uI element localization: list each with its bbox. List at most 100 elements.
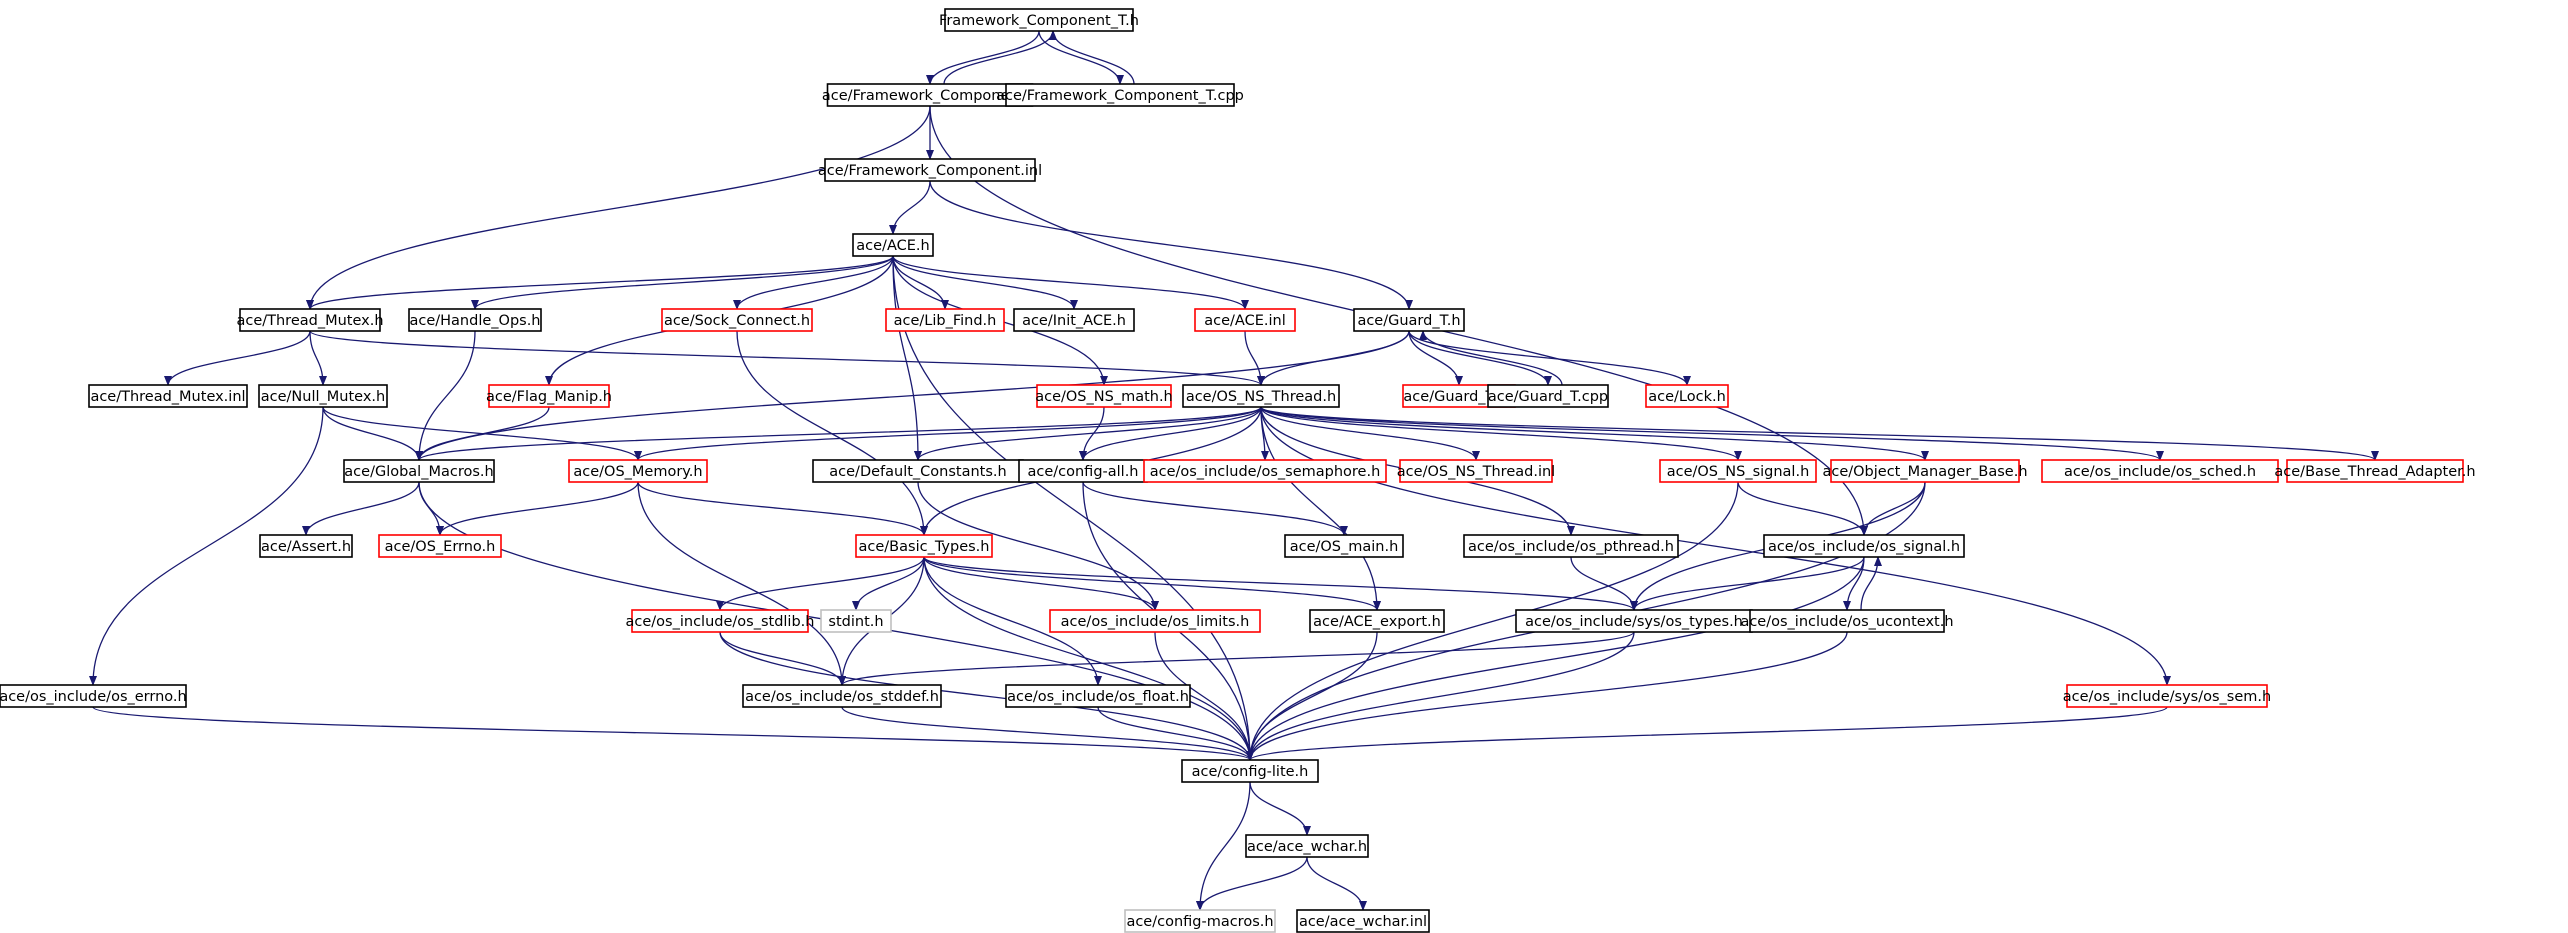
graph-node-ace-ace-export-h[interactable]: ace/ACE_export.h bbox=[1309, 609, 1445, 633]
graph-node-ace-object-manager-base-h[interactable]: ace/Object_Manager_Base.h bbox=[1822, 459, 2028, 483]
graph-node-ace-os-memory-h[interactable]: ace/OS_Memory.h bbox=[568, 459, 708, 483]
node-box[interactable] bbox=[1296, 909, 1430, 933]
graph-node-ace-ace-h[interactable]: ace/ACE.h bbox=[852, 233, 934, 257]
graph-node-ace-os-include-os-float-h[interactable]: ace/os_include/os_float.h bbox=[1005, 684, 1191, 708]
graph-node-ace-os-ns-thread-inl[interactable]: ace/OS_NS_Thread.inl bbox=[1397, 459, 1555, 483]
graph-node-ace-os-include-os-limits-h[interactable]: ace/os_include/os_limits.h bbox=[1049, 609, 1261, 633]
node-box[interactable] bbox=[1399, 459, 1553, 483]
graph-node-ace-handle-ops-h[interactable]: ace/Handle_Ops.h bbox=[408, 308, 542, 332]
graph-node-ace-os-include-os-stddef-h[interactable]: ace/os_include/os_stddef.h bbox=[742, 684, 942, 708]
node-box[interactable] bbox=[1182, 384, 1340, 408]
graph-node-ace-framework-component-h[interactable]: ace/Framework_Component.h bbox=[822, 83, 1038, 107]
node-box[interactable] bbox=[1284, 534, 1404, 558]
node-box[interactable] bbox=[488, 384, 610, 408]
graph-node-ace-os-include-os-sched-h[interactable]: ace/os_include/os_sched.h bbox=[2041, 459, 2279, 483]
node-box[interactable] bbox=[855, 534, 993, 558]
node-box[interactable] bbox=[1659, 459, 1817, 483]
node-box[interactable] bbox=[1143, 459, 1387, 483]
node-box[interactable] bbox=[1181, 759, 1319, 783]
graph-node-ace-thread-mutex-h[interactable]: ace/Thread_Mutex.h bbox=[236, 308, 384, 332]
node-box[interactable] bbox=[1194, 308, 1296, 332]
node-box[interactable] bbox=[1309, 609, 1445, 633]
graph-node-ace-os-include-os-errno-h[interactable]: ace/os_include/os_errno.h bbox=[0, 684, 187, 708]
node-box[interactable] bbox=[0, 684, 187, 708]
graph-node-ace-os-ns-thread-h[interactable]: ace/OS_NS_Thread.h bbox=[1182, 384, 1340, 408]
graph-node-ace-guard-t-inl[interactable]: ace/Guard_T.inl bbox=[1402, 384, 1516, 408]
graph-node-ace-os-include-os-ucontext-h[interactable]: ace/os_include/os_ucontext.h bbox=[1740, 609, 1954, 633]
node-box[interactable] bbox=[88, 384, 248, 408]
edge-n21-to-n43 bbox=[637, 481, 846, 686]
graph-node-ace-config-all-h[interactable]: ace/config-all.h bbox=[1018, 459, 1148, 483]
node-label: ace/Thread_Mutex.h bbox=[236, 313, 383, 329]
graph-node-ace-framework-component-inl[interactable]: ace/Framework_Component.inl bbox=[818, 158, 1042, 182]
graph-node-ace-os-ns-math-h[interactable]: ace/OS_NS_math.h bbox=[1035, 384, 1173, 408]
graph-node-ace-thread-mutex-inl[interactable]: ace/Thread_Mutex.inl bbox=[88, 384, 248, 408]
node-box[interactable] bbox=[631, 609, 809, 633]
node-box[interactable] bbox=[1830, 459, 2020, 483]
node-box[interactable] bbox=[2066, 684, 2268, 708]
node-box[interactable] bbox=[568, 459, 708, 483]
graph-node-ace-guard-t-cpp[interactable]: ace/Guard_T.cpp bbox=[1487, 384, 1609, 408]
graph-node-ace-framework-component-t-cpp[interactable]: ace/Framework_Component_T.cpp bbox=[996, 83, 1244, 107]
node-box[interactable] bbox=[820, 609, 892, 633]
node-box[interactable] bbox=[824, 158, 1036, 182]
graph-node-ace-config-lite-h[interactable]: ace/config-lite.h bbox=[1181, 759, 1319, 783]
graph-node-ace-os-include-os-stdlib-h[interactable]: ace/os_include/os_stdlib.h bbox=[626, 609, 815, 633]
graph-node-ace-ace-wchar-inl[interactable]: ace/ace_wchar.inl bbox=[1296, 909, 1430, 933]
node-box[interactable] bbox=[408, 308, 542, 332]
node-box[interactable] bbox=[1245, 834, 1369, 858]
node-box[interactable] bbox=[852, 233, 934, 257]
node-box[interactable] bbox=[944, 8, 1134, 32]
graph-node-ace-default-constants-h[interactable]: ace/Default_Constants.h bbox=[812, 459, 1024, 483]
graph-node-ace-assert-h[interactable]: ace/Assert.h bbox=[259, 534, 353, 558]
edge-n4-to-n10 bbox=[892, 255, 1249, 310]
graph-node-ace-os-include-os-pthread-h[interactable]: ace/os_include/os_pthread.h bbox=[1463, 534, 1679, 558]
graph-node-ace-lib-find-h[interactable]: ace/Lib_Find.h bbox=[885, 308, 1005, 332]
node-box[interactable] bbox=[378, 534, 502, 558]
graph-node-ace-base-thread-adapter-h[interactable]: ace/Base_Thread_Adapter.h bbox=[2274, 459, 2476, 483]
graph-node-ace-init-ace-h[interactable]: ace/Init_ACE.h bbox=[1013, 308, 1135, 332]
node-box[interactable] bbox=[742, 684, 942, 708]
node-box[interactable] bbox=[1013, 308, 1135, 332]
graph-node-ace-null-mutex-h[interactable]: ace/Null_Mutex.h bbox=[258, 384, 388, 408]
node-box[interactable] bbox=[1749, 609, 1945, 633]
graph-node-ace-os-include-sys-os-sem-h[interactable]: ace/os_include/sys/os_sem.h bbox=[2063, 684, 2271, 708]
graph-node-ace-flag-manip-h[interactable]: ace/Flag_Manip.h bbox=[486, 384, 612, 408]
node-box[interactable] bbox=[239, 308, 381, 332]
node-box[interactable] bbox=[1005, 684, 1191, 708]
graph-node-ace-os-include-os-signal-h[interactable]: ace/os_include/os_signal.h bbox=[1763, 534, 1965, 558]
graph-node-ace-ace-wchar-h[interactable]: ace/ace_wchar.h bbox=[1245, 834, 1369, 858]
node-box[interactable] bbox=[259, 534, 353, 558]
node-box[interactable] bbox=[661, 308, 813, 332]
node-box[interactable] bbox=[2041, 459, 2279, 483]
node-box[interactable] bbox=[1353, 308, 1465, 332]
node-box[interactable] bbox=[343, 459, 495, 483]
graph-node-ace-os-errno-h[interactable]: ace/OS_Errno.h bbox=[378, 534, 502, 558]
graph-node-ace-os-include-sys-os-types-h[interactable]: ace/os_include/sys/os_types.h bbox=[1515, 609, 1753, 633]
graph-node-ace-basic-types-h[interactable]: ace/Basic_Types.h bbox=[855, 534, 993, 558]
graph-node-framework-component-t-h[interactable]: Framework_Component_T.h bbox=[939, 8, 1139, 32]
node-box[interactable] bbox=[1124, 909, 1276, 933]
node-box[interactable] bbox=[885, 308, 1005, 332]
graph-node-ace-config-macros-h[interactable]: ace/config-macros.h bbox=[1124, 909, 1276, 933]
graph-node-ace-ace-inl[interactable]: ace/ACE.inl bbox=[1194, 308, 1296, 332]
graph-node-ace-os-main-h[interactable]: ace/OS_main.h bbox=[1284, 534, 1404, 558]
node-box[interactable] bbox=[1005, 83, 1235, 107]
graph-node-ace-os-include-os-semaphore-h[interactable]: ace/os_include/os_semaphore.h bbox=[1143, 459, 1387, 483]
graph-node-ace-lock-h[interactable]: ace/Lock.h bbox=[1645, 384, 1729, 408]
graph-node-ace-sock-connect-h[interactable]: ace/Sock_Connect.h bbox=[661, 308, 813, 332]
node-box[interactable] bbox=[1763, 534, 1965, 558]
node-box[interactable] bbox=[258, 384, 388, 408]
edge-n5-to-n16 bbox=[309, 330, 1265, 386]
edge-n35-to-n46 bbox=[1246, 556, 1865, 761]
node-box[interactable] bbox=[1645, 384, 1729, 408]
node-box[interactable] bbox=[1463, 534, 1679, 558]
graph-node-ace-guard-t-h[interactable]: ace/Guard_T.h bbox=[1353, 308, 1465, 332]
node-box[interactable] bbox=[1036, 384, 1172, 408]
node-box[interactable] bbox=[1487, 384, 1609, 408]
graph-node-ace-os-ns-signal-h[interactable]: ace/OS_NS_signal.h bbox=[1659, 459, 1817, 483]
graph-node-stdint-h[interactable]: stdint.h bbox=[820, 609, 892, 633]
node-box[interactable] bbox=[1049, 609, 1261, 633]
graph-node-ace-global-macros-h[interactable]: ace/Global_Macros.h bbox=[343, 459, 495, 483]
node-box[interactable] bbox=[2286, 459, 2464, 483]
